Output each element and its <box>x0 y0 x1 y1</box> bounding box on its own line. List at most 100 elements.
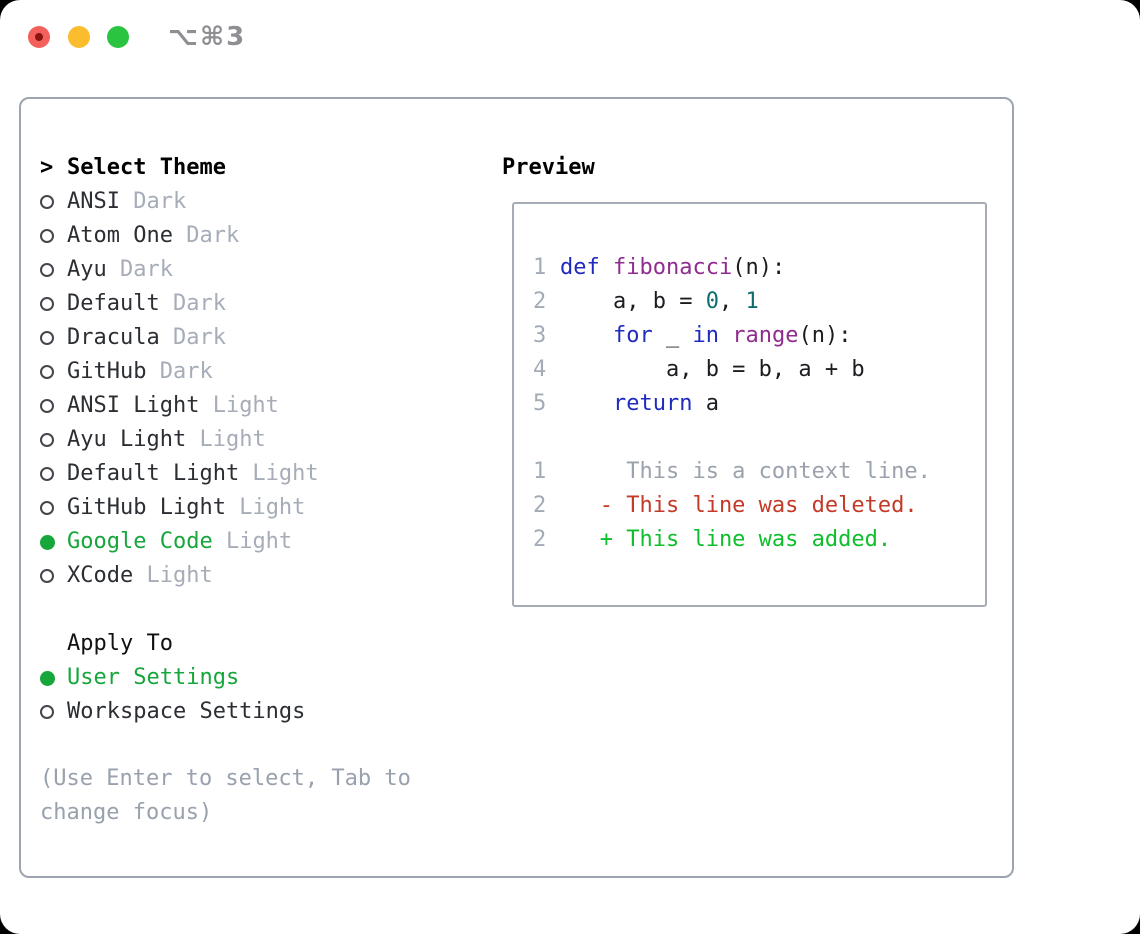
theme-tag: Light <box>133 562 213 588</box>
theme-item-google-code-label: Google Code <box>67 528 213 554</box>
diff-line-added: 2 + This line was added. <box>533 522 985 556</box>
theme-item-default[interactable]: Default Dark <box>40 286 500 320</box>
theme-item-ayu-label: Ayu <box>67 256 107 282</box>
select-theme-title: Select Theme <box>67 154 226 180</box>
radio-icon <box>40 499 67 515</box>
minimize-button[interactable] <box>68 26 90 48</box>
theme-tag: Dark <box>119 188 187 214</box>
theme-item-ayu[interactable]: Ayu Dark <box>40 252 500 286</box>
theme-item-google-code[interactable]: Google Code Light <box>40 524 500 558</box>
line-number: 2 <box>533 492 547 518</box>
token-pln: (n): <box>798 322 852 348</box>
radio-icon <box>40 465 67 481</box>
apply-option-user-settings[interactable]: User Settings <box>40 660 500 694</box>
theme-item-dracula[interactable]: Dracula Dark <box>40 320 500 354</box>
radio-circle <box>40 569 54 583</box>
help-line: change focus) <box>40 800 213 825</box>
code-text: for _ in range(n): <box>560 323 851 348</box>
radio-circle <box>40 534 55 550</box>
line-number: 1 <box>533 458 547 484</box>
radio-circle <box>40 195 54 209</box>
token-kwd: def <box>560 254 600 280</box>
theme-tag: Light <box>186 426 266 452</box>
theme-tag: Dark <box>106 256 173 282</box>
line-number: 1 <box>533 254 547 280</box>
titlebar: ⌥⌘3 <box>0 0 1140 74</box>
radio-icon <box>40 227 67 243</box>
token-pln: (n): <box>732 254 786 280</box>
token-kwd: for <box>612 322 653 348</box>
token-pln: a, b = b, a + b <box>560 356 865 382</box>
preview-header: Preview <box>502 150 595 184</box>
radio-icon <box>40 193 67 209</box>
theme-item-atom-one[interactable]: Atom One Dark <box>40 218 500 252</box>
help-text: (Use Enter to select, Tab to change focus… <box>40 762 500 830</box>
token-pln <box>600 255 613 280</box>
theme-item-ayu-light[interactable]: Ayu Light Light <box>40 422 500 456</box>
token-pln: a <box>692 390 719 416</box>
code-line: 1 def fibonacci(n): <box>533 250 985 284</box>
radio-circle <box>40 467 54 481</box>
radio-circle <box>40 705 54 719</box>
theme-tag: Dark <box>159 324 226 350</box>
token-pln <box>560 391 613 416</box>
theme-item-default-label: Default <box>67 290 160 316</box>
diff-text: - This line was deleted. <box>560 492 918 518</box>
close-button[interactable] <box>28 26 50 48</box>
theme-item-github-light[interactable]: GitHub Light Light <box>40 490 500 524</box>
theme-item-github-light-label: GitHub Light <box>67 494 226 520</box>
line-number: 2 <box>533 526 547 552</box>
line-number: 3 <box>533 322 547 348</box>
radio-circle <box>40 229 54 243</box>
apply-option-workspace-settings-label: Workspace Settings <box>67 698 306 724</box>
theme-item-xcode[interactable]: XCode Light <box>40 558 500 592</box>
theme-item-github[interactable]: GitHub Dark <box>40 354 500 388</box>
help-line: (Use Enter to select, Tab to <box>40 766 411 791</box>
focus-cursor: > <box>40 154 54 180</box>
code-line: 3 for _ in range(n): <box>533 318 985 352</box>
theme-item-github-label: GitHub <box>67 358 147 384</box>
line-number: 2 <box>533 288 547 314</box>
theme-item-ansi-light-label: ANSI Light <box>67 392 200 418</box>
line-number: 5 <box>533 390 547 416</box>
radio-circle <box>40 297 54 311</box>
theme-item-ansi[interactable]: ANSI Dark <box>40 184 500 218</box>
token-lit: 0 <box>705 288 719 314</box>
theme-tag: Light <box>225 494 306 520</box>
theme-item-ansi-label: ANSI <box>67 188 120 214</box>
theme-item-xcode-label: XCode <box>67 562 134 588</box>
diff-text: This is a context line. <box>560 458 931 484</box>
code-text: return a <box>560 391 719 416</box>
code-text: def fibonacci(n): <box>560 255 785 280</box>
code-text: a, b = 0, 1 <box>560 289 759 314</box>
radio-icon <box>40 703 67 719</box>
spacer <box>40 728 500 762</box>
theme-item-ansi-light[interactable]: ANSI Light Light <box>40 388 500 422</box>
zoom-button[interactable] <box>107 26 129 48</box>
theme-item-atom-one-label: Atom One <box>67 222 173 248</box>
diff-line-deleted: 2 - This line was deleted. <box>533 488 985 522</box>
code-line: 4 a, b = b, a + b <box>533 352 985 386</box>
radio-icon <box>40 363 67 379</box>
close-button-dot <box>35 33 43 41</box>
spacer <box>40 592 500 626</box>
radio-circle <box>40 399 54 413</box>
theme-tag: Light <box>239 460 319 486</box>
theme-tag: Light <box>199 392 279 418</box>
radio-circle <box>40 501 54 515</box>
radio-circle <box>40 670 55 686</box>
diff-preview: 1 This is a context line. 2 - This line w… <box>533 454 985 556</box>
apply-option-workspace-settings[interactable]: Workspace Settings <box>40 694 500 728</box>
radio-selected-icon <box>40 533 67 550</box>
theme-item-default-light[interactable]: Default Light Light <box>40 456 500 490</box>
token-typ: fibonacci <box>613 254 733 280</box>
theme-item-dracula-label: Dracula <box>67 324 160 350</box>
theme-tag: Light <box>212 528 293 554</box>
radio-icon <box>40 329 67 345</box>
code-text: a, b = b, a + b <box>560 357 865 382</box>
